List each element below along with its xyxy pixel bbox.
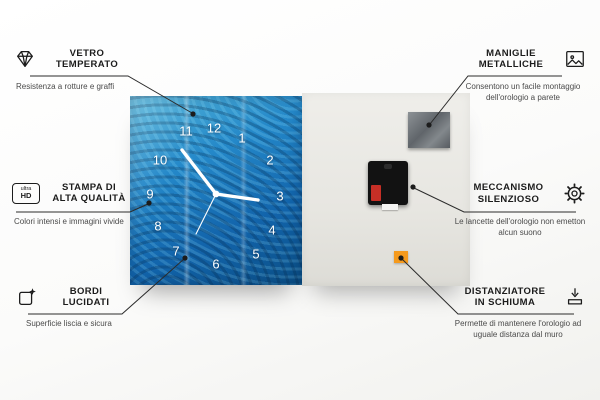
callout-title: BORDI LUCIDATI (44, 286, 128, 308)
clock-numeral: 11 (179, 123, 193, 139)
callout-title: MECCANISMO SILENZIOSO (460, 182, 557, 204)
clock-back-view (302, 93, 470, 286)
callout-distanziatore-in-schiuma: DISTANZIATORE IN SCHIUMA (452, 286, 586, 308)
ultra-hd-icon-text: HD (20, 191, 32, 201)
clock-numeral: 8 (154, 218, 162, 234)
callout-title-line: ALTA QUALITÀ (52, 193, 126, 205)
callout-description: Colori intensi e immagini vivide (14, 217, 124, 226)
callout-maniglie-metalliche: MANIGLIE METALLICHE (464, 48, 586, 70)
clock-numeral: 6 (212, 256, 220, 272)
callout-title-line: TEMPERATO (55, 59, 119, 71)
clock-mechanism (368, 161, 408, 210)
callout-description: Resistenza a rotture e graffi (16, 82, 115, 91)
callout-bordi-lucidati: BORDI LUCIDATI (16, 286, 128, 308)
callout-title-line: VETRO (69, 48, 105, 59)
metal-hanger-plate (408, 112, 450, 148)
foam-spacer-icon (564, 286, 586, 308)
clock-hands (180, 148, 260, 235)
battery (371, 185, 381, 201)
clock-numeral: 3 (276, 188, 284, 204)
callout-title: DISTANZIATORE IN SCHIUMA (452, 286, 558, 308)
gear-icon (563, 182, 586, 205)
callout-title: MANIGLIE METALLICHE (464, 48, 558, 70)
callout-title-line: SILENZIOSO (477, 193, 540, 205)
battery-pull-tab (382, 204, 398, 210)
clock-numeral: 12 (206, 120, 222, 136)
ultra-hd-icon-text: ultra (20, 185, 32, 192)
callout-meccanismo-silenzioso: MECCANISMO SILENZIOSO (460, 182, 586, 205)
callout-title-line: STAMPA DI (61, 182, 117, 193)
clock-numeral: 4 (268, 222, 276, 238)
callout-stampa-alta-qualita: ultra HD STAMPA DI ALTA QUALITÀ (12, 182, 132, 204)
clock-numeral: 10 (152, 152, 168, 168)
callout-description: Permette di mantenere l'orologio ad ugua… (454, 319, 582, 339)
diamond-icon (14, 48, 36, 70)
callout-title-line: MANIGLIE (486, 48, 536, 59)
callout-title-line: BORDI (69, 286, 103, 297)
callout-title: VETRO TEMPERATO (42, 48, 132, 70)
callout-description: Le lancette dell'orologio non emetton al… (454, 217, 586, 237)
callout-title-line: DISTANZIATORE (464, 286, 546, 297)
clock-numeral: 2 (266, 152, 274, 168)
callout-description: Consentono un facile montaggio dell'orol… (465, 82, 581, 102)
clock-numeral: 7 (172, 243, 180, 259)
callout-title-line: METALLICHE (478, 59, 544, 71)
polished-edge-icon (16, 286, 38, 308)
clock-numeral: 1 (238, 130, 246, 146)
ultra-hd-icon: ultra HD (12, 182, 40, 204)
callout-title-line: LUCIDATI (62, 297, 110, 309)
clock-numeral: 9 (146, 186, 154, 202)
callout-description: Superficie liscia e sicura (26, 319, 112, 328)
callout-title: STAMPA DI ALTA QUALITÀ (46, 182, 132, 204)
picture-frame-icon (564, 48, 586, 70)
clock-numeral: 5 (252, 246, 260, 262)
callout-title-line: IN SCHIUMA (474, 297, 536, 309)
callout-title-line: MECCANISMO (473, 182, 544, 194)
callout-vetro-temperato: VETRO TEMPERATO (14, 48, 132, 70)
